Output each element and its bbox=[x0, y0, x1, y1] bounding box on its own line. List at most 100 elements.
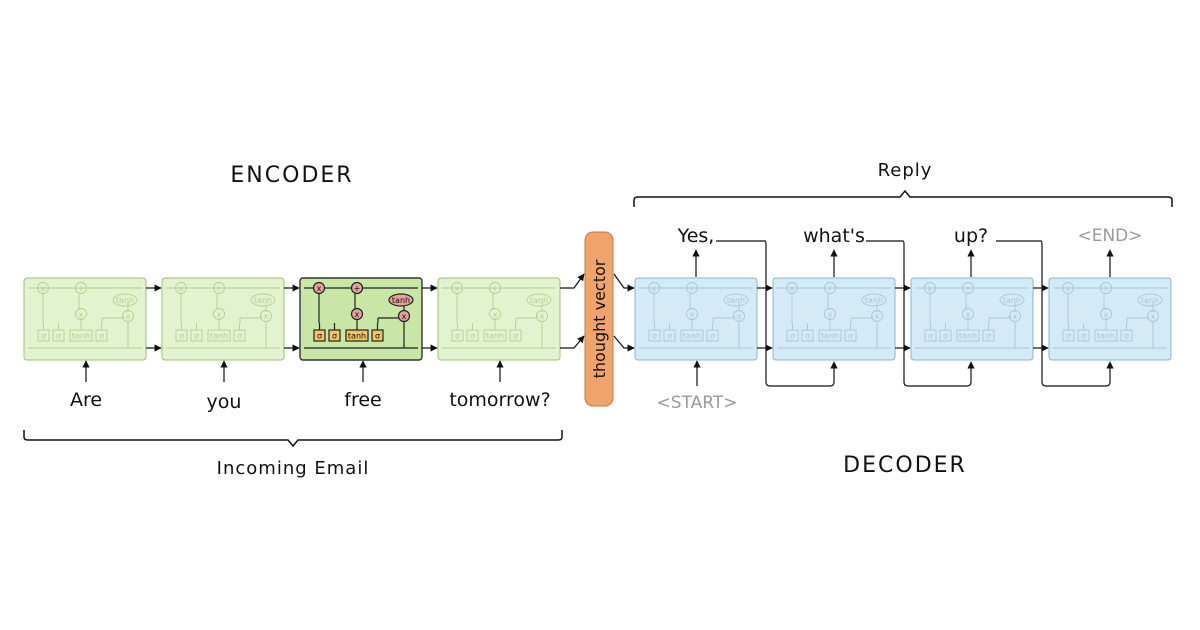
end-token: <END> bbox=[1077, 226, 1142, 246]
tanh-op: tanh bbox=[250, 293, 276, 307]
multiply-op-icon: x bbox=[1100, 308, 1112, 320]
thought-vector-label: thought vector bbox=[590, 259, 609, 378]
svg-text:σ: σ bbox=[455, 332, 460, 341]
svg-text:σ: σ bbox=[332, 332, 337, 341]
multiply-op-icon: x bbox=[75, 308, 87, 320]
svg-text:+: + bbox=[216, 284, 223, 293]
add-op-icon: + bbox=[213, 282, 225, 294]
svg-text:x: x bbox=[264, 312, 269, 321]
svg-text:tanh: tanh bbox=[1097, 332, 1115, 341]
add-op-icon: + bbox=[1100, 282, 1112, 294]
svg-text:x: x bbox=[1104, 310, 1109, 319]
multiply-op-icon: x bbox=[37, 282, 49, 294]
sigmoid-gate: σ bbox=[313, 329, 326, 342]
svg-text:σ: σ bbox=[652, 332, 657, 341]
svg-text:x: x bbox=[126, 312, 131, 321]
svg-text:σ: σ bbox=[56, 332, 61, 341]
svg-text:x: x bbox=[966, 310, 971, 319]
svg-text:σ: σ bbox=[1066, 332, 1071, 341]
multiply-op-icon: x bbox=[1062, 282, 1074, 294]
output-word-up: up? bbox=[954, 225, 988, 247]
reply-caption: Reply bbox=[878, 160, 933, 181]
svg-text:tanh: tanh bbox=[959, 332, 977, 341]
svg-text:tanh: tanh bbox=[392, 296, 410, 305]
encoder-title: ENCODER bbox=[230, 163, 353, 188]
svg-text:σ: σ bbox=[237, 332, 242, 341]
add-op-icon: + bbox=[686, 282, 698, 294]
svg-text:+: + bbox=[965, 284, 972, 293]
multiply-op-icon: x bbox=[733, 310, 745, 322]
svg-text:x: x bbox=[402, 312, 407, 321]
svg-text:x: x bbox=[493, 310, 498, 319]
add-op-icon: + bbox=[75, 282, 87, 294]
tanh-gate: tanh bbox=[345, 329, 369, 342]
svg-text:x: x bbox=[1013, 312, 1018, 321]
svg-text:x: x bbox=[928, 284, 933, 293]
svg-text:σ: σ bbox=[848, 332, 853, 341]
input-word-are: Are bbox=[70, 389, 102, 411]
svg-text:σ: σ bbox=[790, 332, 795, 341]
svg-text:x: x bbox=[828, 310, 833, 319]
tanh-op: tanh bbox=[112, 293, 138, 307]
multiply-op-icon: x bbox=[648, 282, 660, 294]
svg-text:tanh: tanh bbox=[865, 296, 883, 305]
svg-text:x: x bbox=[790, 284, 795, 293]
add-op-icon: + bbox=[824, 282, 836, 294]
svg-text:σ: σ bbox=[470, 332, 475, 341]
tanh-op: tanh bbox=[861, 293, 887, 307]
decoder-title: DECODER bbox=[843, 453, 967, 478]
svg-text:x: x bbox=[41, 284, 46, 293]
svg-text:x: x bbox=[1151, 312, 1156, 321]
tanh-gate: tanh bbox=[680, 329, 704, 342]
svg-text:x: x bbox=[737, 312, 742, 321]
multiply-op-icon: x bbox=[451, 282, 463, 294]
multiply-op-icon: x bbox=[536, 310, 548, 322]
thought-vector: thought vector bbox=[584, 231, 614, 407]
svg-text:x: x bbox=[540, 312, 545, 321]
svg-text:x: x bbox=[317, 284, 322, 293]
svg-text:x: x bbox=[1066, 284, 1071, 293]
svg-text:x: x bbox=[79, 310, 84, 319]
add-op-icon: + bbox=[489, 282, 501, 294]
svg-text:σ: σ bbox=[194, 332, 199, 341]
svg-text:σ: σ bbox=[99, 332, 104, 341]
multiply-op-icon: x bbox=[786, 282, 798, 294]
svg-text:x: x bbox=[875, 312, 880, 321]
svg-text:σ: σ bbox=[986, 332, 991, 341]
svg-text:tanh: tanh bbox=[530, 296, 548, 305]
svg-text:tanh: tanh bbox=[1141, 296, 1159, 305]
svg-text:tanh: tanh bbox=[727, 296, 745, 305]
multiply-op-icon: x bbox=[122, 310, 134, 322]
svg-text:σ: σ bbox=[1124, 332, 1129, 341]
svg-text:+: + bbox=[689, 284, 696, 293]
svg-text:x: x bbox=[179, 284, 184, 293]
svg-text:σ: σ bbox=[41, 332, 46, 341]
svg-text:tanh: tanh bbox=[116, 296, 134, 305]
add-op-icon: + bbox=[350, 281, 364, 295]
svg-text:tanh: tanh bbox=[486, 332, 504, 341]
tanh-gate: tanh bbox=[818, 329, 842, 342]
svg-text:+: + bbox=[492, 284, 499, 293]
output-word-yes: Yes, bbox=[677, 225, 715, 247]
tanh-gate: tanh bbox=[956, 329, 980, 342]
svg-text:σ: σ bbox=[928, 332, 933, 341]
svg-text:σ: σ bbox=[317, 332, 322, 341]
tanh-op: tanh bbox=[1137, 293, 1163, 307]
multiply-op-icon: x bbox=[260, 310, 272, 322]
start-token: <START> bbox=[657, 393, 738, 413]
multiply-op-icon: x bbox=[924, 282, 936, 294]
tanh-op: tanh bbox=[388, 293, 414, 307]
svg-text:x: x bbox=[455, 284, 460, 293]
multiply-op-icon: x bbox=[312, 281, 326, 295]
tanh-gate: tanh bbox=[69, 329, 93, 342]
svg-text:tanh: tanh bbox=[1003, 296, 1021, 305]
incoming-email-brace bbox=[23, 430, 563, 448]
multiply-op-icon: x bbox=[213, 308, 225, 320]
tanh-gate: tanh bbox=[1094, 329, 1118, 342]
tanh-op: tanh bbox=[723, 293, 749, 307]
svg-text:σ: σ bbox=[513, 332, 518, 341]
